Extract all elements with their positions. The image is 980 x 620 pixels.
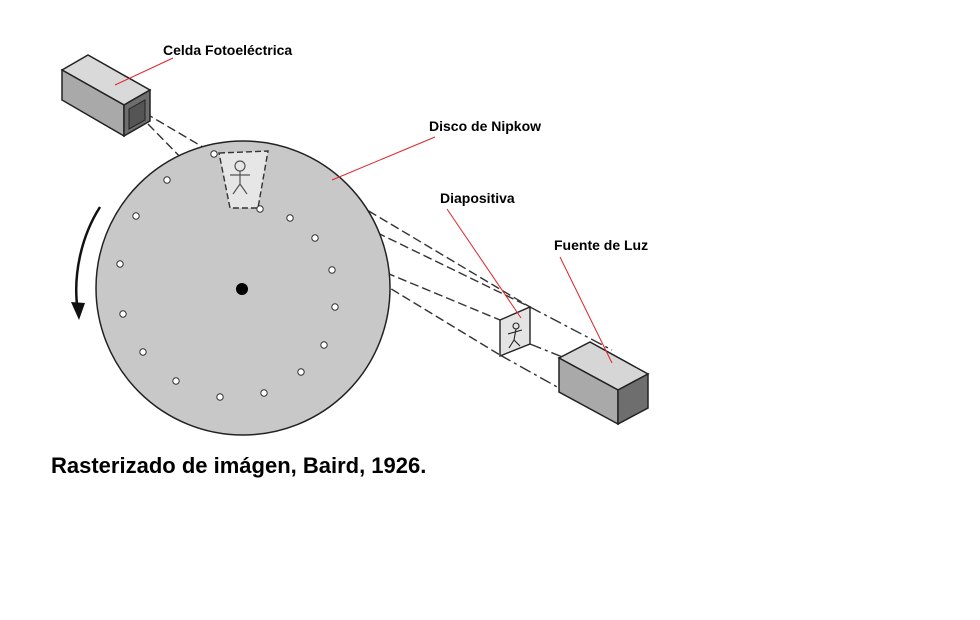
leader-line-slide <box>446 208 522 319</box>
stick-figure-icon <box>230 160 250 195</box>
disk-hole <box>260 389 268 397</box>
figure-caption: Rasterizado de imágen, Baird, 1926. <box>51 453 426 478</box>
disk-hole <box>172 377 180 385</box>
photocell-box <box>60 54 152 138</box>
slide-figure-icon <box>507 322 523 349</box>
leader-line-disk <box>331 136 436 181</box>
light-source-box <box>557 341 650 426</box>
disk-holes <box>116 150 339 401</box>
label-slide: Diapositiva <box>440 190 515 206</box>
disk-hole <box>256 205 264 213</box>
disk-hole <box>311 234 319 242</box>
disk-hole <box>119 310 127 318</box>
disk-hole <box>210 150 218 158</box>
disk-hole <box>286 214 294 222</box>
disk-hole <box>216 393 224 401</box>
leader-line-photocell <box>114 57 174 86</box>
disk-hole <box>297 368 305 376</box>
label-photocell: Celda Fotoeléctrica <box>163 42 292 58</box>
disk-hole <box>328 266 336 274</box>
slide-frame <box>499 305 531 358</box>
disk-center <box>236 283 248 295</box>
disk-hole <box>116 260 124 268</box>
disk-hole <box>139 348 147 356</box>
leader-line-light <box>559 256 613 364</box>
disk-hole <box>163 176 171 184</box>
leader-lines <box>114 57 613 364</box>
disk-hole <box>320 341 328 349</box>
scan-window <box>218 150 269 209</box>
disk-hole <box>132 212 140 220</box>
label-light-source: Fuente de Luz <box>554 237 648 253</box>
disk-hole <box>331 303 339 311</box>
label-disk: Disco de Nipkow <box>429 118 541 134</box>
rotation-arrow-icon <box>71 206 102 320</box>
